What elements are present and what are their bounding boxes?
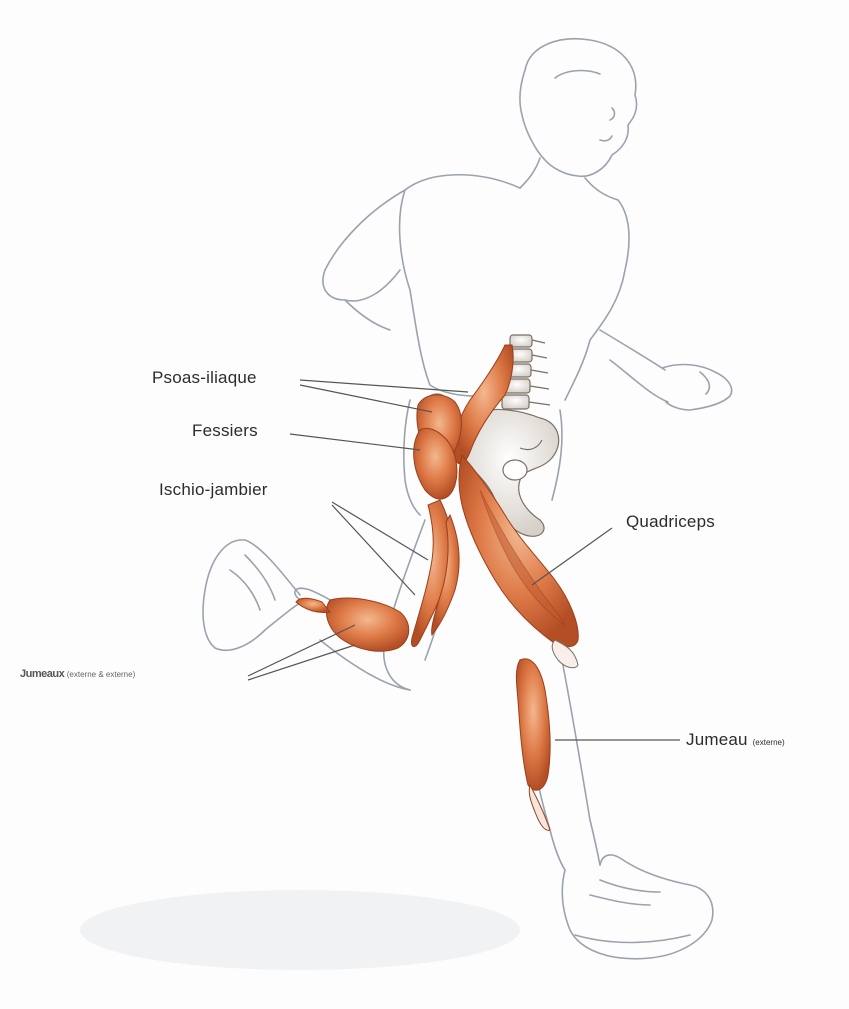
label-fessiers: Fessiers	[192, 421, 258, 441]
label-jumeau-main: Jumeau	[686, 730, 748, 749]
label-psoas-iliaque: Psoas-iliaque	[152, 368, 257, 388]
label-quadriceps: Quadriceps	[626, 512, 715, 532]
label-jumeaux-main: Jumeaux	[20, 668, 64, 680]
floor-shadow	[80, 890, 520, 970]
label-jumeaux: Jumeaux (externe & externe)	[20, 668, 135, 680]
label-jumeau-note: (externe)	[753, 738, 785, 747]
label-ischio-jambier: Ischio-jambier	[159, 480, 268, 500]
label-jumeau: Jumeau (externe)	[686, 730, 785, 750]
label-jumeaux-note: (externe & externe)	[67, 670, 135, 679]
